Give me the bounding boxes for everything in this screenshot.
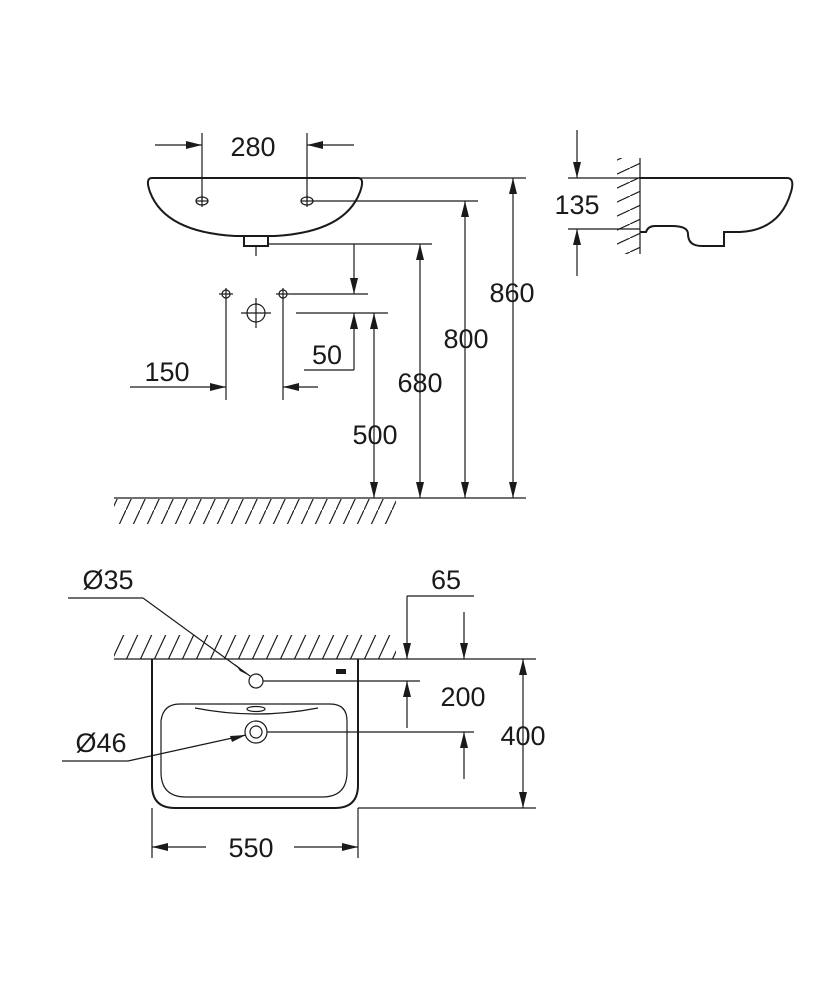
dim-outlet-height: 680 [397, 368, 442, 398]
waste-marker [244, 720, 268, 744]
wall-hatch-side [617, 158, 641, 254]
floor-hatch [114, 497, 526, 524]
top-view: Ø35 Ø46 65 200 400 550 [62, 565, 546, 863]
side-view: 135 [554, 130, 794, 276]
dim-waste-spacing: 150 [144, 357, 189, 387]
tap-hole-marker [248, 673, 264, 689]
tap-hole-marks [195, 195, 314, 207]
fixing-marks [219, 288, 290, 400]
outlet-spigot [243, 236, 269, 247]
dim-width: 550 [228, 833, 273, 863]
dim-waste-offset: 50 [312, 340, 342, 370]
bowl-inner-outline [160, 703, 348, 798]
dim-waste-diameter: Ø46 [75, 728, 126, 758]
basin-top-outline [151, 659, 359, 809]
front-view: 280 150 50 [114, 132, 535, 524]
dim-tap-hole-setback: 65 [431, 565, 461, 595]
basin-front-outline [146, 177, 364, 237]
dim-tap-hole-spacing: 280 [230, 132, 275, 162]
dim-waste-height: 500 [352, 420, 397, 450]
dim-rim-hole-height: 800 [443, 324, 488, 354]
dim-bowl-depth: 135 [554, 190, 599, 220]
wall-hatch-top [114, 635, 536, 660]
basin-side-outline [640, 177, 794, 247]
dim-tap-hole-diameter: Ø35 [82, 565, 133, 595]
dim-waste-setback: 200 [440, 682, 485, 712]
dim-overall-height: 860 [489, 278, 534, 308]
dim-projection: 400 [500, 721, 545, 751]
